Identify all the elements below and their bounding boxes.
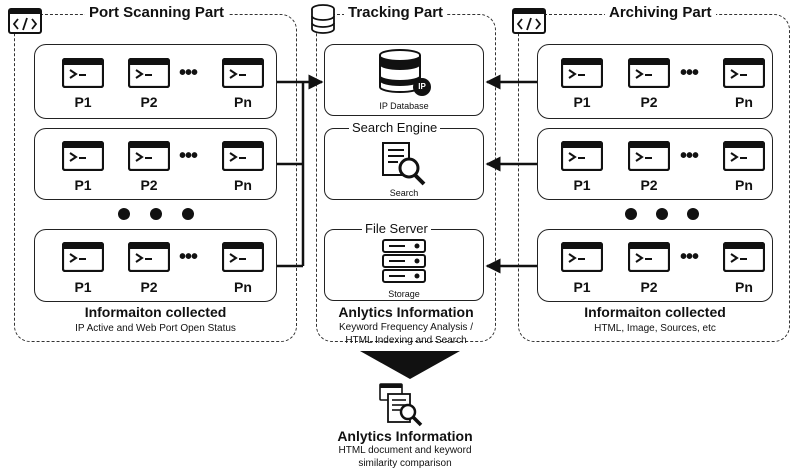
ellipsis: ••• (179, 145, 198, 167)
output-caption-title: Anlytics Information (337, 428, 473, 444)
database-icon (379, 49, 431, 96)
process-label: P2 (140, 279, 158, 295)
more-rows-dot (118, 208, 130, 220)
more-rows-dot (182, 208, 194, 220)
search-label: Search (389, 188, 419, 198)
ellipsis: ••• (179, 62, 198, 84)
ellipsis: ••• (680, 145, 699, 167)
port-scanning-caption-title: Informaiton collected (84, 304, 227, 320)
process-label: Pn (234, 279, 252, 295)
storage-label: Storage (388, 289, 420, 299)
archiving-title: Archiving Part (605, 4, 716, 21)
document-search-icon (382, 142, 426, 186)
process-label: Pn (735, 279, 753, 295)
process-label: Pn (735, 94, 753, 110)
process-label: P2 (140, 177, 158, 193)
tracking-caption-detail-1: Keyword Frequency Analysis / (339, 322, 473, 333)
more-rows-dot (656, 208, 668, 220)
ellipsis: ••• (680, 246, 699, 268)
more-rows-dot (687, 208, 699, 220)
archiving-caption-detail: HTML, Image, Sources, etc (594, 323, 716, 334)
process-label: P1 (74, 177, 92, 193)
process-label: P2 (140, 94, 158, 110)
process-label: P2 (640, 177, 658, 193)
file-server-title: File Server (362, 221, 431, 236)
process-label: Pn (735, 177, 753, 193)
archiving-caption-title: Informaiton collected (584, 304, 726, 320)
tracking-caption-detail-2: HTML Indexing and Search (345, 335, 467, 346)
process-label: P2 (640, 279, 658, 295)
tracking-caption-title: Anlytics Information (338, 304, 474, 320)
more-rows-dot (150, 208, 162, 220)
process-label: P1 (74, 94, 92, 110)
process-label: P2 (640, 94, 658, 110)
process-label: P1 (74, 279, 92, 295)
ellipsis: ••• (179, 246, 198, 268)
output-caption-detail-2: similarity comparison (358, 458, 452, 469)
server-rack-icon (382, 239, 426, 283)
database-icon (311, 4, 335, 34)
document-search-icon (379, 383, 423, 427)
ip-database-label: IP Database (379, 101, 429, 111)
more-rows-dot (625, 208, 637, 220)
ellipsis: ••• (680, 62, 699, 84)
process-label: P1 (573, 94, 591, 110)
process-label: P1 (573, 177, 591, 193)
port-scanning-caption-detail: IP Active and Web Port Open Status (75, 323, 236, 334)
search-engine-title: Search Engine (349, 120, 441, 135)
process-label: P1 (573, 279, 591, 295)
process-label: Pn (234, 177, 252, 193)
tracking-title: Tracking Part (344, 4, 448, 21)
port-scanning-title: Port Scanning Part (85, 4, 229, 21)
ip-badge: IP (418, 82, 426, 91)
output-caption-detail-1: HTML document and keyword (338, 445, 472, 456)
process-label: Pn (234, 94, 252, 110)
